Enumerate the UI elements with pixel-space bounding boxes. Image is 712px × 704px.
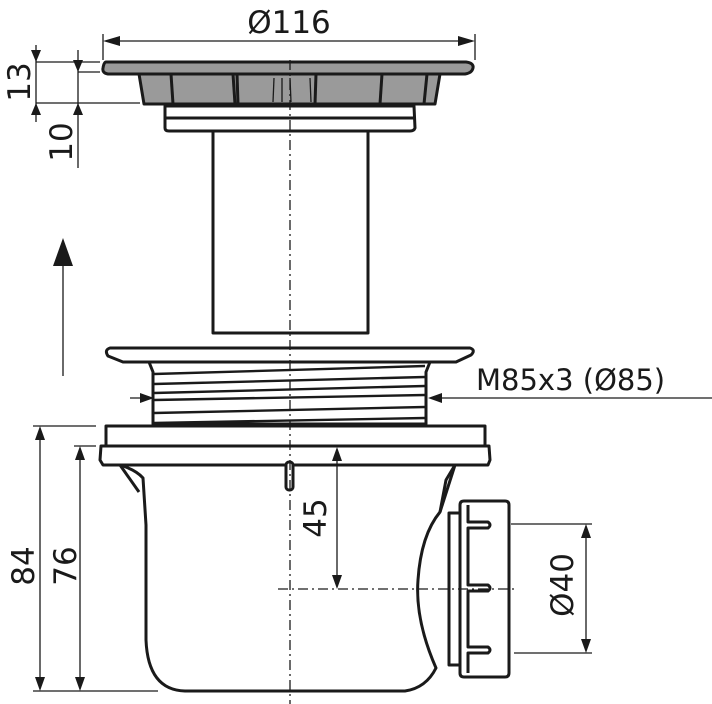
dimension-total-height: 84	[6, 425, 158, 692]
insert-flange	[163, 104, 417, 133]
arrow-up-icon	[53, 238, 73, 376]
label-thread: M85x3 (Ø85)	[476, 363, 665, 397]
label-outlet-diameter: Ø40	[545, 553, 581, 617]
label-grate-height: 13	[2, 62, 38, 101]
dimension-body-height: 76	[48, 445, 96, 691]
dimension-outlet-diameter: Ø40	[511, 523, 592, 654]
grate-cover	[101, 60, 475, 106]
dimension-outlet-depth: 45	[298, 447, 342, 589]
label-grate-diameter: Ø116	[247, 5, 331, 41]
dimension-grate-diameter: Ø116	[102, 5, 476, 60]
drain-body	[98, 424, 492, 693]
dimension-thread: M85x3 (Ø85)	[130, 363, 712, 403]
dimension-grate-height: 13	[2, 45, 140, 122]
label-flange-height: 10	[44, 122, 80, 161]
label-outlet-depth: 45	[298, 498, 334, 537]
dimension-flange-height: 10	[44, 50, 100, 168]
label-body-height: 76	[48, 546, 84, 585]
label-total-height: 84	[6, 546, 42, 585]
